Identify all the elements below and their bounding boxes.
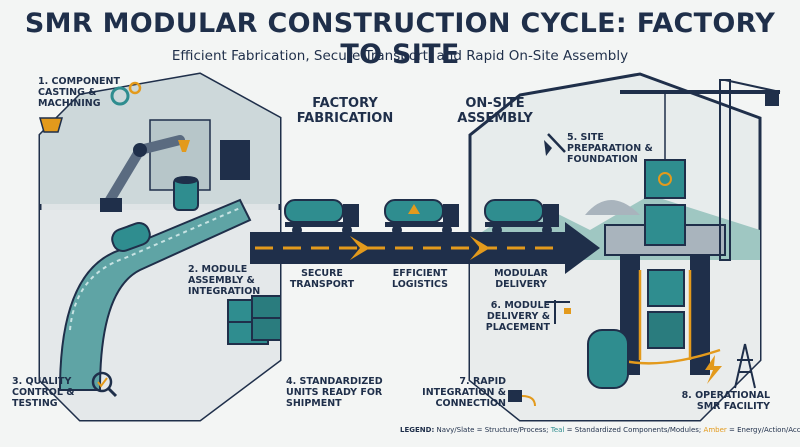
tower-crane (620, 79, 781, 261)
step-5-label: 5. SITE PREPARATION & FOUNDATION (567, 132, 653, 165)
ladle-icon (39, 117, 63, 133)
page-subtitle: Efficient Fabrication, Secure Transport,… (171, 48, 629, 64)
factory-heading: FACTORY FABRICATION (296, 96, 394, 126)
shovel-icon (544, 133, 566, 156)
legend-amber: Amber (703, 426, 727, 434)
legend-teal-rest: = Standardized Components/Modules; (566, 426, 702, 434)
site-heading: ON-SITE ASSEMBLY (457, 96, 533, 126)
lightning-icon (705, 355, 722, 384)
efficient-logistics-label: EFFICIENT LOGISTICS (392, 268, 448, 290)
factory-hexagon (38, 72, 282, 422)
truck-2 (384, 199, 459, 235)
transport-arrow (250, 222, 600, 274)
legend-navy: Navy/Slate = Structure/Process; (436, 426, 549, 434)
truck-3 (484, 199, 559, 235)
gears-icon (110, 81, 142, 106)
modular-delivery-label: MODULAR DELIVERY (494, 268, 548, 290)
step-2-label: 2. MODULE ASSEMBLY & INTEGRATION (188, 264, 261, 297)
truck-1 (284, 199, 359, 235)
plug-icon (508, 390, 536, 407)
transmission-tower-icon (734, 343, 756, 389)
legend-amber-rest: = Energy/Action/Accent (729, 426, 800, 434)
step-3-label: 3. QUALITY CONTROL & TESTING (12, 376, 75, 409)
secure-transport-label: SECURE TRANSPORT (289, 268, 355, 290)
page-title: SMR MODULAR CONSTRUCTION CYCLE: FACTORY … (24, 8, 776, 70)
legend: LEGEND: Navy/Slate = Structure/Process; … (400, 426, 800, 434)
legend-teal: Teal (550, 426, 565, 434)
step-4-label: 4. STANDARDIZED UNITS READY FOR SHIPMENT (286, 376, 383, 409)
step-8-label: 8. OPERATIONAL SMR FACILITY (681, 390, 770, 412)
step-1-label: 1. COMPONENT CASTING & MACHINING (38, 76, 120, 109)
crane-mini-icon (545, 300, 571, 324)
step-7-label: 7. RAPID INTEGRATION & CONNECTION (422, 376, 506, 409)
legend-label: LEGEND: (400, 426, 435, 434)
magnifier-icon (91, 371, 118, 398)
step-6-label: 6. MODULE DELIVERY & PLACEMENT (485, 300, 550, 333)
stacked-modules (227, 295, 280, 345)
